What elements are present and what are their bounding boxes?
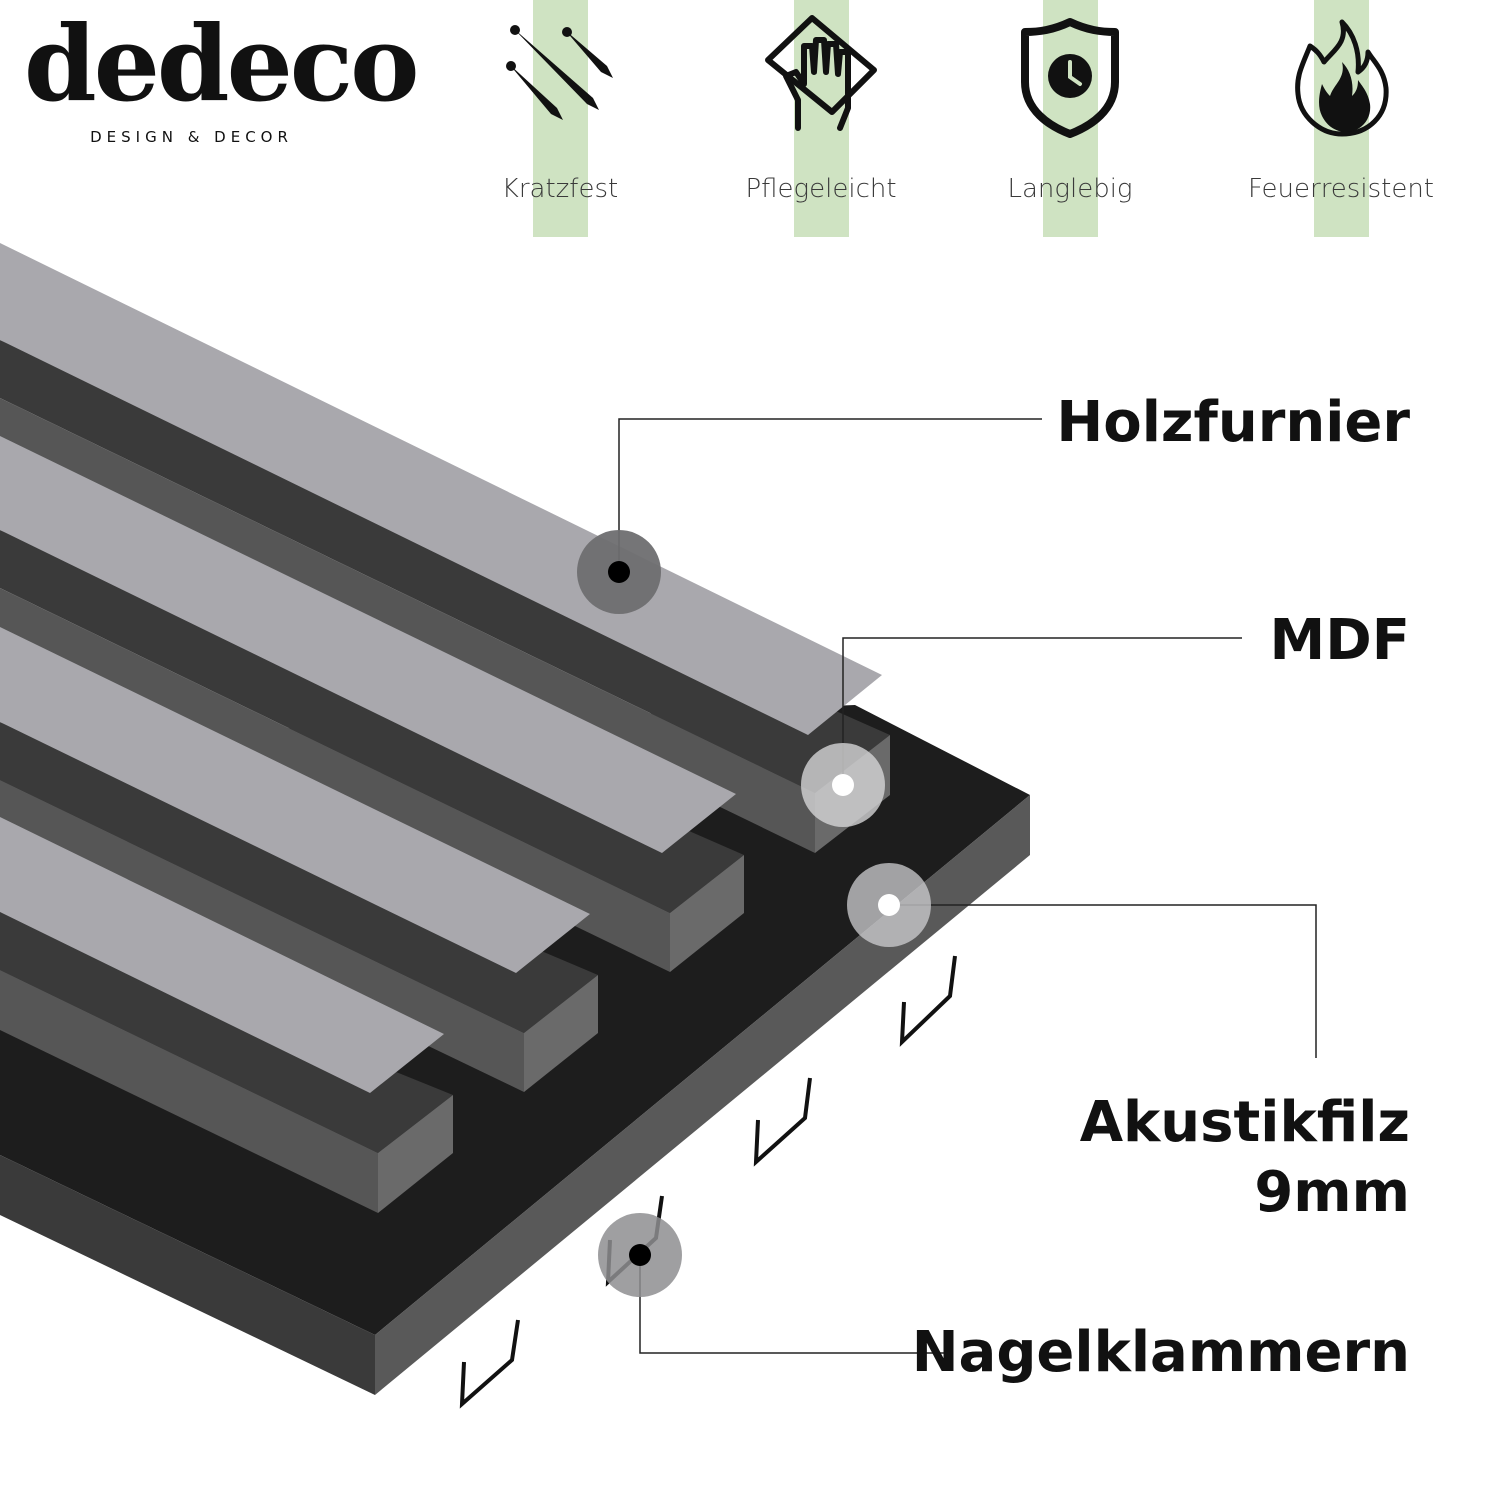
layer-label-mdf: MDF [1269, 608, 1410, 673]
veneer-strip-1 [0, 243, 882, 735]
feature-label: Langlebig [1007, 174, 1133, 204]
layer-label-felt-thickness: 9mm [1254, 1160, 1410, 1225]
callout-marker-staples [598, 1213, 682, 1297]
cleaning-hand-icon [765, 15, 877, 131]
callout-line-felt [889, 904, 1317, 1058]
felt-panel-side [0, 1155, 375, 1395]
scratch-icon [506, 25, 613, 120]
callout-lines [618, 418, 1317, 1354]
veneer-strip-3 [0, 627, 590, 973]
feature-label: Pflegeleicht [745, 174, 897, 204]
layer-label-staples: Nagelklammern [911, 1320, 1410, 1385]
callout-line-veneer [618, 418, 1042, 572]
feature-label: Kratzfest [501, 174, 619, 204]
layer-label-felt: Akustikfilz [1079, 1090, 1410, 1155]
brand-tagline: DESIGN & DECOR [90, 128, 293, 146]
staple [753, 1077, 812, 1167]
callout-marker-felt [847, 863, 931, 947]
callout-line-mdf [842, 637, 1242, 785]
callout-line-staples [639, 1255, 945, 1354]
feature-accent-bar [1043, 0, 1098, 237]
staple [459, 1319, 520, 1409]
brand-logo-wordmark: dedeco [24, 2, 419, 125]
staple-group [459, 955, 957, 1409]
mdf-slat-4 [0, 817, 453, 1213]
callout-marker-mdf [801, 743, 885, 827]
shield-clock-icon [1021, 18, 1119, 138]
staple [899, 955, 957, 1047]
felt-panel-edge [375, 795, 1030, 1395]
callout-marker-veneer [577, 530, 661, 614]
layer-label-veneer: Holzfurnier [1056, 390, 1410, 455]
veneer-strip-2 [0, 436, 736, 853]
flame-icon [1295, 19, 1389, 137]
veneer-strip-4 [0, 817, 444, 1093]
feature-label: Feuerresistent [1248, 174, 1434, 204]
